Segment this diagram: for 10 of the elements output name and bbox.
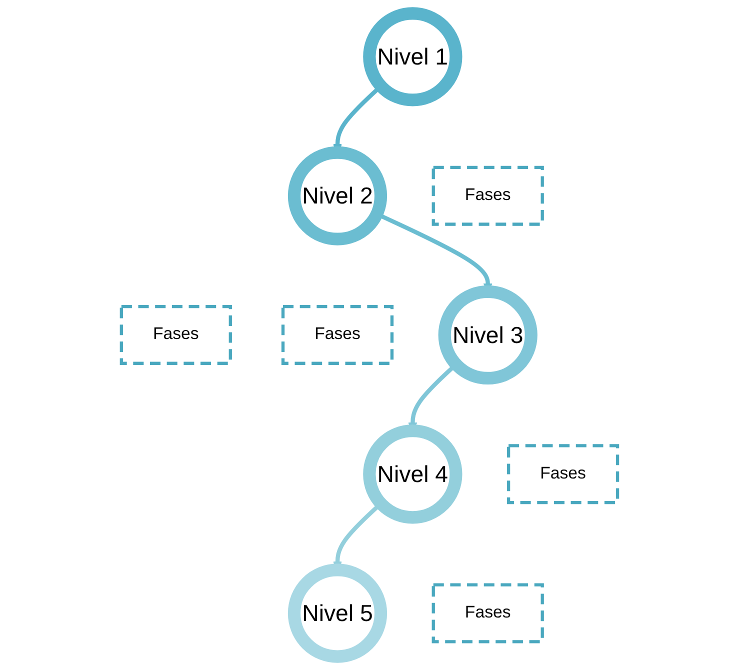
node-circle: Nivel 1 (362, 7, 462, 106)
node-box: Fases (506, 444, 619, 504)
node-box: Fases (431, 166, 544, 226)
node-box: Fases (119, 305, 232, 365)
node-circle: Nivel 4 (362, 424, 462, 524)
node-circle: Nivel 3 (438, 285, 537, 385)
node-box: Fases (280, 305, 394, 365)
node-circle: Nivel 2 (287, 146, 387, 246)
node-box: Fases (431, 583, 544, 644)
node-circle: Nivel 5 (287, 564, 387, 663)
